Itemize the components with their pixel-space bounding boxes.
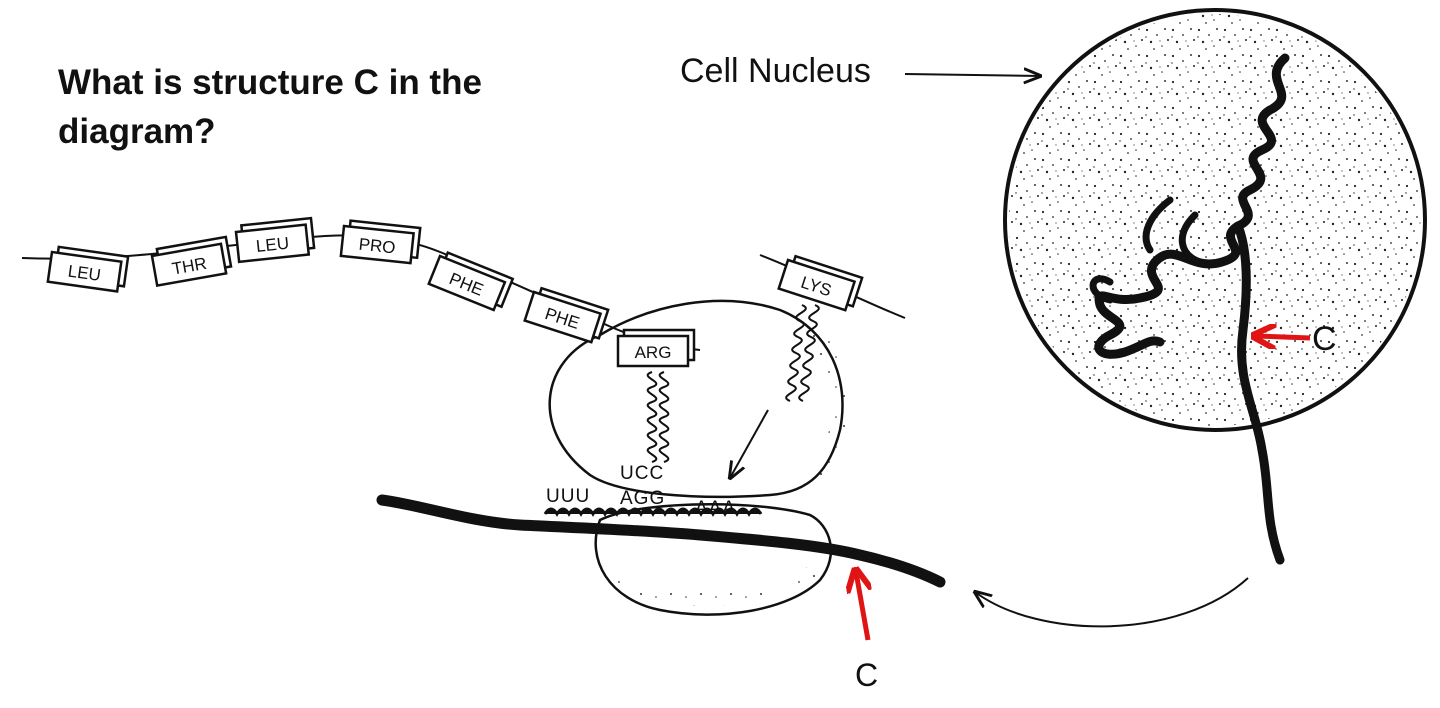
- nucleus-c-label: C: [1312, 320, 1337, 358]
- codon-bumps: [543, 507, 763, 517]
- nucleus-label: Cell Nucleus: [680, 52, 871, 90]
- dna-coil: [1094, 53, 1290, 359]
- cell-nucleus: [1003, 8, 1427, 565]
- ribosome-c-arrow: [856, 572, 868, 641]
- amino-acid-label: LEU: [255, 234, 290, 256]
- trna-lys-coil: [798, 304, 820, 402]
- amino-acid-lys-8: LYS: [777, 254, 864, 312]
- nucleus-strand-c: [1233, 221, 1285, 565]
- codon-aaa: AAA: [695, 498, 736, 519]
- question-line-1: What is structure C in the: [58, 63, 482, 102]
- ribosome-c-label: C: [855, 657, 878, 693]
- codon-agg: AGG: [620, 488, 665, 509]
- trna-arg-coil: [646, 371, 658, 463]
- nucleus-c-arrow: [1256, 336, 1311, 338]
- nucleus-pointer-arrow: [904, 74, 1040, 76]
- amino-acid-leu-3: LEU: [234, 216, 316, 264]
- mrna-strand: [376, 494, 946, 588]
- question-line-2: diagram?: [58, 112, 216, 151]
- question-text: What is structure C in the diagram?: [58, 58, 638, 156]
- anticodon-ucc: UCC: [620, 463, 664, 484]
- amino-acid-label: LEU: [67, 262, 102, 285]
- amino-acid-arg-7: ARG: [616, 328, 696, 368]
- ribosome: [548, 299, 849, 616]
- amino-acid-thr-2: THR: [150, 235, 233, 287]
- transport-arrow: [975, 577, 1249, 628]
- amino-acid-phe-5: PHE: [427, 251, 515, 312]
- codon-uuu: UUU: [546, 486, 590, 507]
- trna-entry-arrow: [730, 409, 769, 478]
- amino-acid-label: PRO: [358, 235, 397, 258]
- amino-acid-leu-1: LEU: [46, 245, 130, 293]
- amino-acid-phe-6: PHE: [523, 286, 610, 344]
- amino-acid-pro-4: PRO: [339, 219, 422, 265]
- amino-acid-label: ARG: [635, 343, 672, 362]
